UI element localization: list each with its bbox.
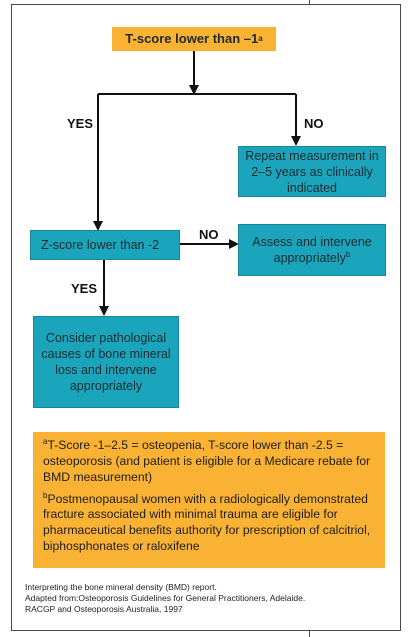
node-repeat-measurement: Repeat measurement in 2–5 years as clini… bbox=[238, 146, 386, 197]
footnotes-panel: aT-Score -1–2.5 = osteopenia, T-score lo… bbox=[33, 432, 385, 568]
footnote-b-text: Postmenopausal women with a radiological… bbox=[43, 491, 371, 554]
label-no-1: NO bbox=[304, 116, 324, 131]
source-caption: Interpreting the bone mineral density (B… bbox=[25, 582, 305, 615]
node-assess-wrap: Assess and intervene appropriatelyb bbox=[245, 234, 379, 266]
node-assess-note: b bbox=[345, 249, 351, 259]
node-assess-text: Assess and intervene appropriately bbox=[252, 235, 372, 265]
start-node-text: T-score lower than –1 bbox=[125, 30, 259, 46]
label-yes-1: YES bbox=[67, 116, 94, 131]
source-line-3: RACGP and Osteoporosis Australia, 1997 bbox=[25, 604, 183, 615]
node-zscore: Z-score lower than -2 bbox=[30, 230, 180, 260]
source-line-2: Adapted from:Osteoporosis Guidelines for… bbox=[25, 593, 306, 604]
footnote-b: bPostmenopausal women with a radiologica… bbox=[43, 490, 375, 555]
source-line-1: Interpreting the bone mineral density (B… bbox=[25, 582, 217, 592]
footnote-a-text: T-Score -1–2.5 = osteopenia, T-score low… bbox=[43, 438, 371, 484]
label-no-2: NO bbox=[199, 227, 219, 242]
footnote-b-marker: b bbox=[43, 490, 48, 500]
frame-top-tick bbox=[309, 0, 310, 5]
footnote-a: aT-Score -1–2.5 = osteopenia, T-score lo… bbox=[43, 436, 375, 486]
label-yes-2: YES bbox=[71, 281, 98, 296]
node-repeat-text: Repeat measurement in 2–5 years as clini… bbox=[245, 148, 379, 195]
node-consider-text: Consider pathological causes of bone min… bbox=[41, 331, 171, 393]
node-zscore-text: Z-score lower than -2 bbox=[41, 238, 160, 252]
node-consider: Consider pathological causes of bone min… bbox=[33, 316, 179, 408]
node-assess: Assess and intervene appropriatelyb bbox=[238, 224, 386, 276]
footnote-a-marker: a bbox=[43, 436, 48, 446]
frame-bottom-tick bbox=[309, 630, 310, 637]
